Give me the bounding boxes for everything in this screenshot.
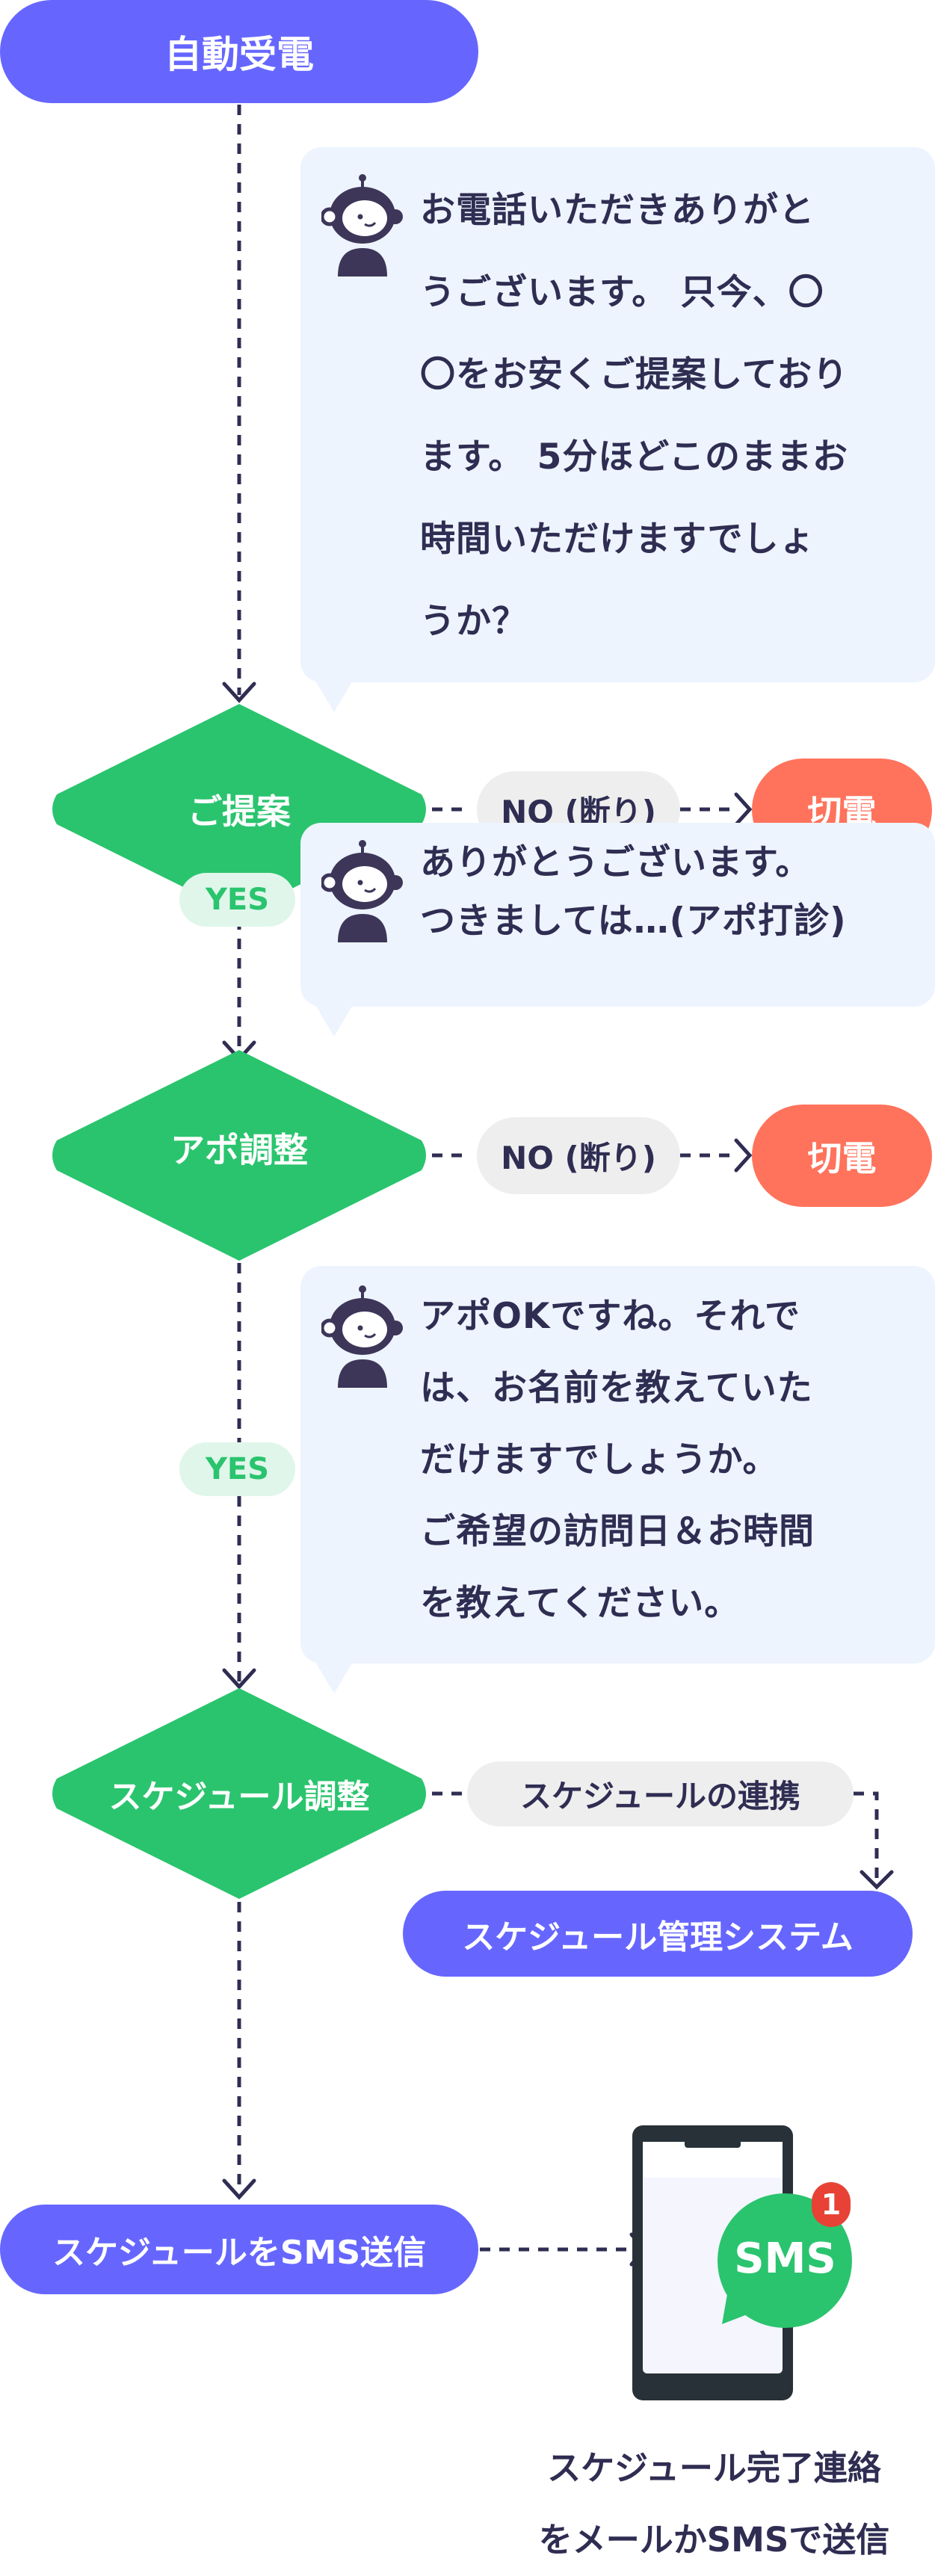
bubble-line: ありがとうございます。 [420, 842, 812, 883]
speech-bubble-3: アポOKですね。それで は、お名前を教えていた だけますでしょうか。 ご希望の訪… [300, 1266, 935, 1693]
bubble-line: ます。 5分ほどこのままお [420, 436, 848, 478]
yes-text: YES [205, 883, 270, 917]
decision-label: アポ調整 [170, 1130, 308, 1170]
end-label: スケジュール管理システム [462, 1918, 854, 1956]
robot-icon [321, 174, 403, 277]
start-label: 自動受電 [164, 33, 314, 76]
bubble-line: 時間いただけますでしょ [420, 519, 815, 560]
speech-bubble-1: お電話いただきありがと うございます。 只今、〇 〇をお安くご提案しており ます… [300, 147, 935, 712]
sms-label: SMS [734, 2234, 836, 2283]
bubble-1-text: お電話いただきありがと うございます。 只今、〇 〇をお安くご提案しており ます… [420, 170, 920, 663]
yes-label-1: YES [179, 873, 295, 927]
yes-label-2: YES [179, 1442, 295, 1496]
branch-label: NO (断り) [501, 1140, 656, 1176]
bubble-line: 〇をお安くご提案しており [420, 354, 849, 395]
notification-count: 1 [821, 2188, 842, 2221]
bubble-line: は、お名前を教えていた [420, 1368, 813, 1409]
bubble-line: を教えてください。 [420, 1583, 741, 1624]
bubble-line: お電話いただきありがと [420, 190, 815, 231]
robot-icon [321, 840, 403, 942]
bubble-line: ご希望の訪問日＆お時間 [420, 1511, 815, 1552]
speech-bubble-2: ありがとうございます。 つきましては…(アポ打診) [300, 823, 935, 1037]
branch-label: スケジュールの連携 [519, 1778, 801, 1814]
sms-chat-icon: SMS [716, 2190, 854, 2339]
decision-schedule: スケジュール調整 [48, 1685, 431, 1902]
decision-label: スケジュール調整 [108, 1778, 370, 1816]
bubble-line: アポOKですね。それで [420, 1296, 800, 1337]
bubble-2-text: ありがとうございます。 つきましては…(アポ打診) [420, 834, 920, 951]
branch-no-refusal-2: NO (断り) [477, 1117, 680, 1194]
notification-badge: 1 [812, 2182, 851, 2227]
bubble-line: うございます。 只今、〇 [420, 272, 824, 313]
start-node-auto-answer: 自動受電 [0, 0, 478, 103]
bubble-3-text: アポOKですね。それで は、お名前を教えていた だけますでしょうか。 ご希望の訪… [420, 1281, 920, 1640]
decision-label: ご提案 [188, 791, 291, 832]
final-label: スケジュールをSMS送信 [52, 2234, 427, 2272]
yes-text: YES [205, 1452, 270, 1486]
end-label: 切電 [807, 1137, 877, 1179]
send-schedule-sms-node: スケジュールをSMS送信 [0, 2205, 478, 2294]
decision-appointment: アポ調整 [48, 1047, 431, 1264]
bubble-line: だけますでしょうか。 [420, 1439, 779, 1480]
bubble-line: つきましては…(アポ打診) [420, 901, 847, 942]
schedule-management-system-node: スケジュール管理システム [403, 1891, 913, 1977]
smartphone-icon [632, 2125, 804, 2402]
caption-line: をメールかSMSで送信 [538, 2520, 890, 2560]
end-node-hangup-2: 切電 [752, 1105, 932, 1207]
branch-schedule-sync: スケジュールの連携 [467, 1761, 854, 1826]
caption-line: スケジュール完了連絡 [547, 2448, 881, 2488]
connector-schedule-sync [432, 1791, 879, 1880]
final-caption: スケジュール完了連絡 をメールかSMSで送信 [493, 2433, 935, 2576]
robot-icon [321, 1285, 403, 1388]
bubble-line: うか？ [420, 601, 528, 642]
